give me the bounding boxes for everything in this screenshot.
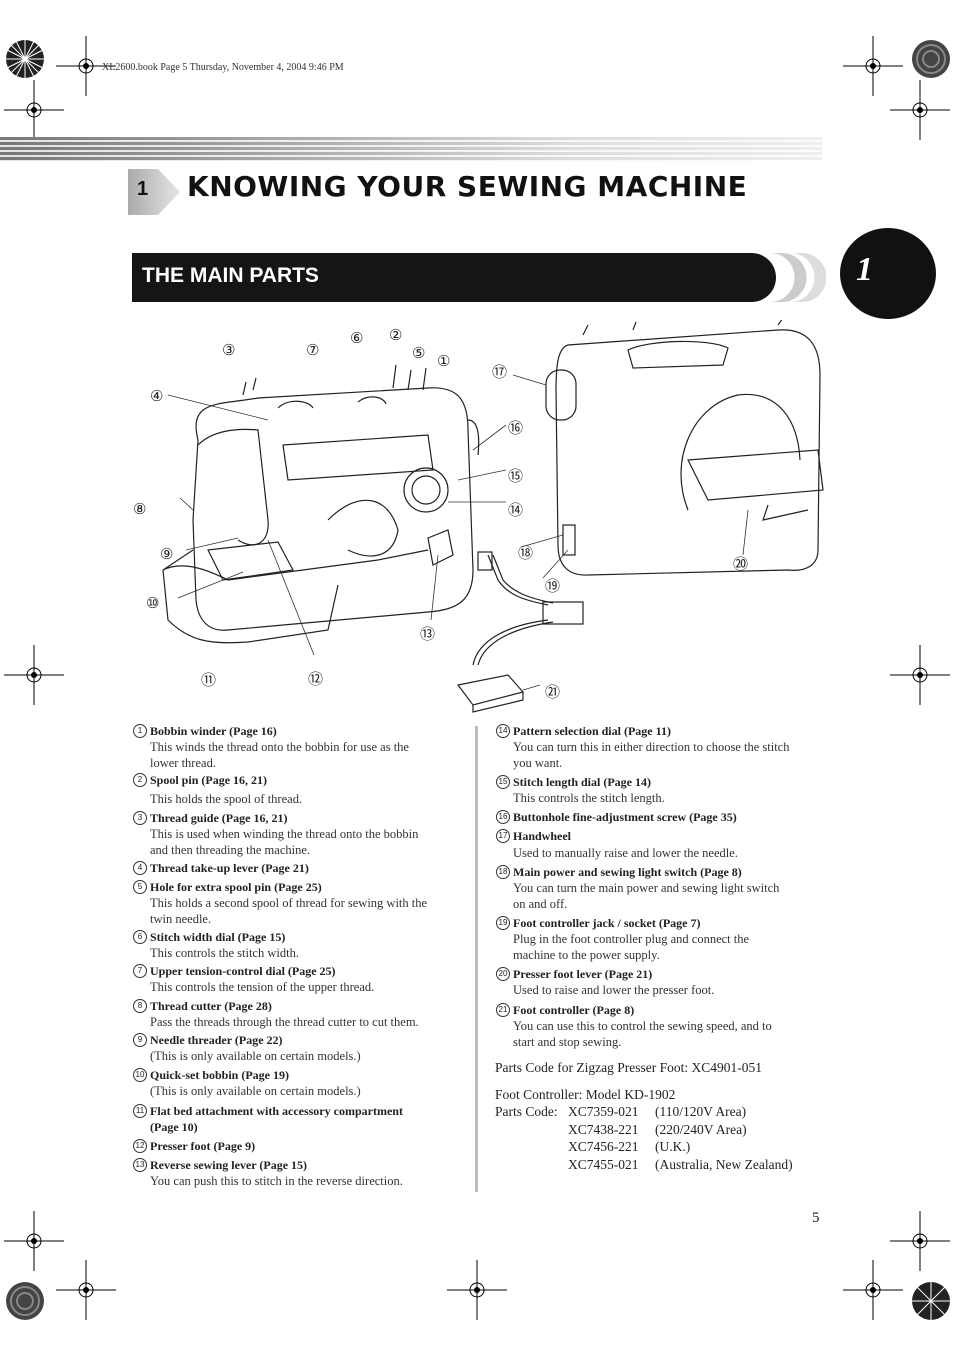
callout-3: ③ xyxy=(222,343,236,359)
column-divider xyxy=(475,726,478,1192)
chapter-tab xyxy=(840,228,936,319)
registration-mark-icon xyxy=(843,36,903,96)
part-item-10: 10 Quick-set bobbin (Page 19) (This is o… xyxy=(133,1067,470,1099)
parts-code-4: XC7455-021 xyxy=(568,1157,639,1172)
file-info-header: XL2600.book Page 5 Thursday, November 4,… xyxy=(102,62,344,73)
chapter-tab-number: 1 xyxy=(856,251,873,288)
registration-mark-icon xyxy=(890,80,950,140)
foot-controller-illustration xyxy=(456,551,584,713)
part-item-13: 13 Reverse sewing lever (Page 15) You ca… xyxy=(133,1157,470,1189)
registration-mark-icon xyxy=(4,645,64,705)
callout-15: ⑮ xyxy=(508,469,524,485)
callout-8: ⑧ xyxy=(133,502,147,518)
registration-mark-icon xyxy=(890,645,950,705)
section-title: THE MAIN PARTS xyxy=(142,264,319,287)
parts-area-4: (Australia, New Zealand) xyxy=(655,1157,793,1172)
part-item-5: 5 Hole for extra spool pin (Page 25) Thi… xyxy=(133,879,470,927)
part-item-3: 3 Thread guide (Page 16, 21) This is use… xyxy=(133,810,470,858)
parts-code-label: Parts Code: xyxy=(495,1104,558,1119)
part-item-7: 7 Upper tension-control dial (Page 25) T… xyxy=(133,963,470,995)
part-item-20: 20 Presser foot lever (Page 21) Used to … xyxy=(496,966,833,998)
color-target-icon xyxy=(6,40,44,78)
zigzag-parts-code: Parts Code for Zigzag Presser Foot: XC49… xyxy=(495,1060,762,1075)
callout-13: ⑬ xyxy=(420,627,436,643)
color-target-icon xyxy=(912,1282,950,1320)
callout-20: ⑳ xyxy=(733,557,749,573)
part-item-9: 9 Needle threader (Page 22) (This is onl… xyxy=(133,1032,470,1064)
chapter-number: 1 xyxy=(137,178,149,200)
chapter-title: KNOWING YOUR SEWING MACHINE xyxy=(187,170,748,203)
color-target-icon xyxy=(912,40,950,78)
registration-mark-icon xyxy=(843,1260,903,1320)
callout-11: ⑪ xyxy=(201,673,217,689)
part-item-19: 19 Foot controller jack / socket (Page 7… xyxy=(496,915,833,963)
section-bar-decoration xyxy=(770,253,826,302)
color-target-icon xyxy=(6,1282,44,1320)
parts-area-1: (110/120V Area) xyxy=(655,1104,747,1119)
callout-2: ② xyxy=(389,328,403,344)
callout-4: ④ xyxy=(150,389,164,405)
part-item-21: 21 Foot controller (Page 8) You can use … xyxy=(496,1002,833,1050)
foot-controller-model: Foot Controller: Model KD-1902 xyxy=(495,1087,676,1102)
registration-mark-icon xyxy=(4,80,64,140)
registration-mark-icon xyxy=(447,1260,507,1320)
callout-1: ① xyxy=(437,354,451,370)
registration-mark-icon xyxy=(890,1211,950,1271)
sewing-machine-back-illustration xyxy=(545,320,824,576)
callout-9: ⑨ xyxy=(160,547,174,563)
part-item-1: 1 Bobbin winder (Page 16) This winds the… xyxy=(133,723,470,771)
callout-7: ⑦ xyxy=(306,343,320,359)
parts-code-3: XC7456-221 xyxy=(568,1139,639,1154)
part-item-14: 14 Pattern selection dial (Page 11) You … xyxy=(496,723,833,771)
callout-6: ⑥ xyxy=(350,331,364,347)
sewing-machine-front-illustration xyxy=(162,364,480,644)
part-item-17: 17 Handwheel Used to manually raise and … xyxy=(496,828,833,861)
page-number: 5 xyxy=(812,1210,820,1226)
callout-12: ⑫ xyxy=(308,672,324,688)
part-item-12: 12 Presser foot (Page 9) xyxy=(133,1138,470,1154)
registration-mark-icon xyxy=(56,36,116,96)
parts-code-1: XC7359-021 xyxy=(568,1104,639,1119)
part-item-11: 11 Flat bed attachment with accessory co… xyxy=(133,1103,470,1135)
part-item-18: 18 Main power and sewing light switch (P… xyxy=(496,864,833,912)
callout-leader-lines xyxy=(167,374,749,691)
callout-16: ⑯ xyxy=(508,421,524,437)
header-stripe-lines xyxy=(0,137,822,161)
parts-code-2: XC7438-221 xyxy=(568,1122,639,1137)
sewing-machine-diagram xyxy=(162,320,824,713)
callout-5: ⑤ xyxy=(412,346,426,362)
part-item-6: 6 Stitch width dial (Page 15) This contr… xyxy=(133,929,470,961)
callout-17: ⑰ xyxy=(492,365,508,381)
part-item-4: 4 Thread take-up lever (Page 21) xyxy=(133,860,470,876)
parts-area-3: (U.K.) xyxy=(655,1139,691,1154)
parts-area-2: (220/240V Area) xyxy=(655,1122,747,1137)
callout-19: ⑲ xyxy=(545,579,561,595)
part-item-15: 15 Stitch length dial (Page 14) This con… xyxy=(496,774,833,806)
registration-mark-icon xyxy=(56,1260,116,1320)
registration-mark-icon xyxy=(4,1211,64,1271)
part-item-2: 2 Spool pin (Page 16, 21) This holds the… xyxy=(133,772,470,807)
callout-21: ㉑ xyxy=(545,685,561,701)
part-item-8: 8 Thread cutter (Page 28) Pass the threa… xyxy=(133,998,470,1030)
callout-10: ⑩ xyxy=(146,596,160,612)
part-item-16: 16 Buttonhole fine-adjustment screw (Pag… xyxy=(496,809,833,825)
callout-14: ⑭ xyxy=(508,503,524,519)
callout-18: ⑱ xyxy=(518,546,534,562)
chapter-arrow-icon xyxy=(128,169,180,215)
section-header-bar xyxy=(132,253,776,302)
